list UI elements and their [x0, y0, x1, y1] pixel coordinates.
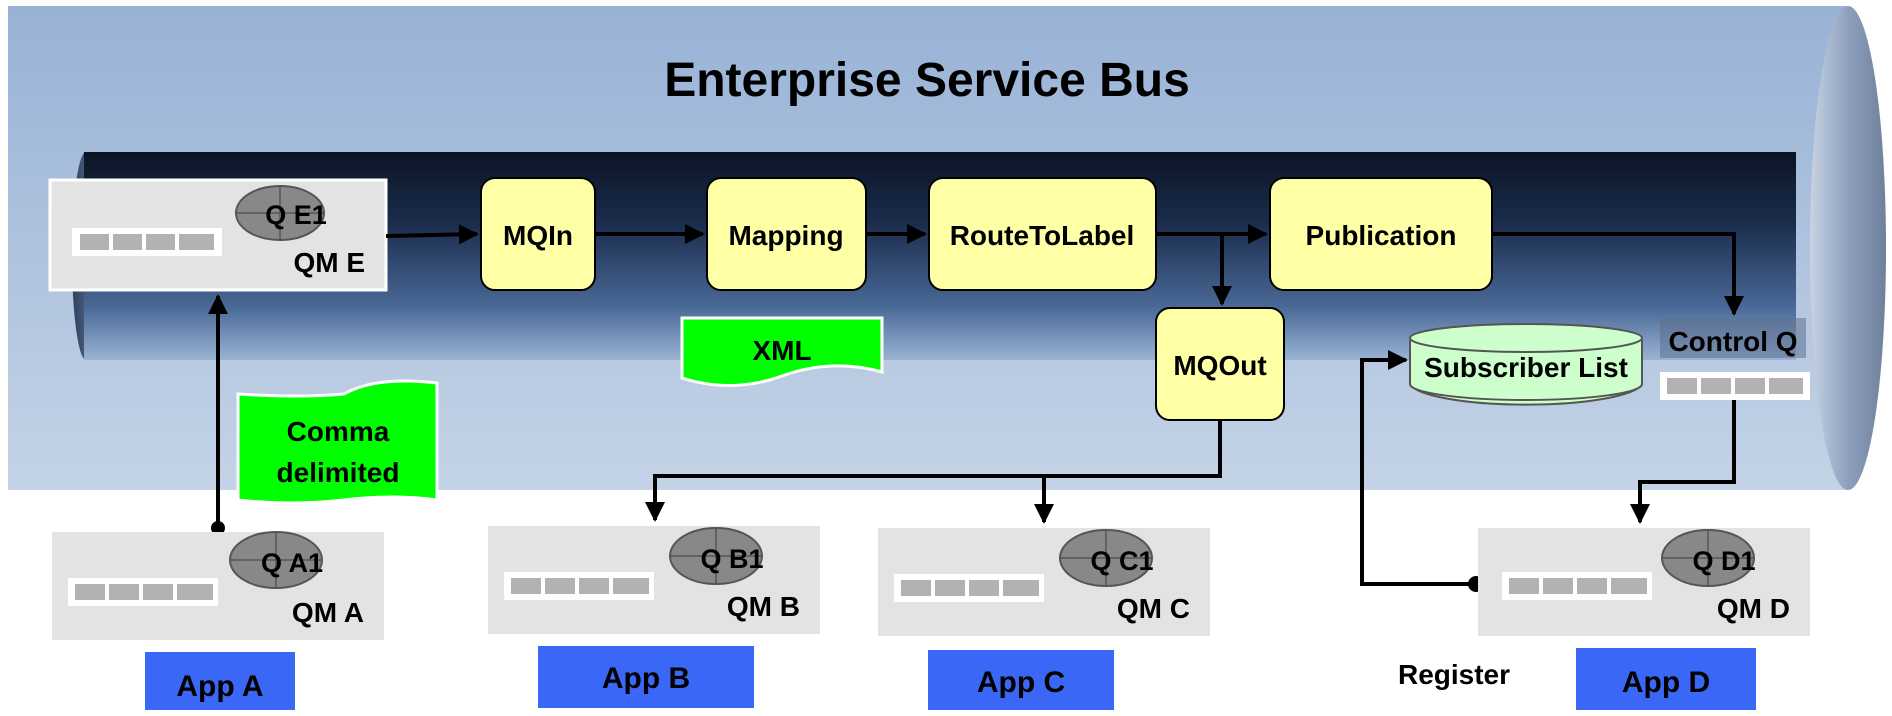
qmd-name: QM D	[1717, 593, 1790, 624]
node-mqin[interactable]: MQIn	[480, 177, 596, 291]
app-b-label: App B	[602, 662, 690, 695]
app-d-label: App D	[1622, 666, 1710, 699]
qme-name: QM E	[293, 247, 365, 278]
control-q-label: Control Q	[1668, 326, 1797, 357]
connectors	[208, 224, 1744, 586]
doc-comma-delimited: Comma delimited	[236, 379, 439, 505]
qmb-name: QM B	[727, 591, 800, 622]
subscriber-list-label: Subscriber List	[1424, 352, 1628, 383]
node-mapping-label: Mapping	[728, 220, 843, 251]
doc-xml: XML	[680, 316, 884, 388]
qmc-name: QM C	[1117, 593, 1190, 624]
node-publication-label: Publication	[1306, 220, 1457, 251]
node-publication[interactable]: Publication	[1269, 177, 1493, 291]
queue-manager-qmd[interactable]: Q D1 QM D	[1478, 528, 1810, 636]
qma-name: QM A	[292, 597, 364, 628]
queue-manager-qma[interactable]: Q A1 QM A	[52, 531, 384, 640]
control-queue[interactable]: Control Q	[1660, 318, 1810, 400]
app-a-box[interactable]: App A	[145, 652, 295, 710]
app-d-box[interactable]: App D	[1576, 648, 1756, 710]
queue-qe1-label: Q E1	[265, 200, 327, 230]
queue-qd1-label: Q D1	[1692, 546, 1755, 576]
queue-qa1-label: Q A1	[261, 548, 323, 578]
node-mqout[interactable]: MQOut	[1155, 307, 1285, 421]
app-a-label: App A	[176, 670, 263, 703]
bus-title: Enterprise Service Bus	[664, 54, 1190, 107]
node-mqout-label: MQOut	[1173, 350, 1266, 381]
connector-dot	[211, 521, 225, 535]
node-routetolabel-label: RouteToLabel	[950, 220, 1135, 251]
queue-manager-qme[interactable]: Q E1 QM E	[48, 178, 388, 292]
node-mqin-label: MQIn	[503, 220, 573, 251]
queue-manager-qmc[interactable]: Q C1 QM C	[878, 528, 1210, 636]
queue-qb1-label: Q B1	[700, 544, 763, 574]
node-mapping[interactable]: Mapping	[706, 177, 867, 291]
node-routetolabel[interactable]: RouteToLabel	[928, 177, 1157, 291]
queue-qc1-label: Q C1	[1090, 546, 1153, 576]
app-c-box[interactable]: App C	[928, 650, 1114, 710]
subscriber-list-db[interactable]: Subscriber List	[1409, 323, 1643, 406]
app-b-box[interactable]: App B	[538, 646, 754, 708]
queue-manager-qmb[interactable]: Q B1 QM B	[488, 526, 820, 634]
doc-xml-label: XML	[752, 335, 811, 366]
register-label: Register	[1398, 659, 1510, 690]
doc-comma-line1: Comma	[287, 416, 390, 447]
doc-comma-line2: delimited	[277, 457, 400, 488]
app-c-label: App C	[977, 666, 1065, 699]
